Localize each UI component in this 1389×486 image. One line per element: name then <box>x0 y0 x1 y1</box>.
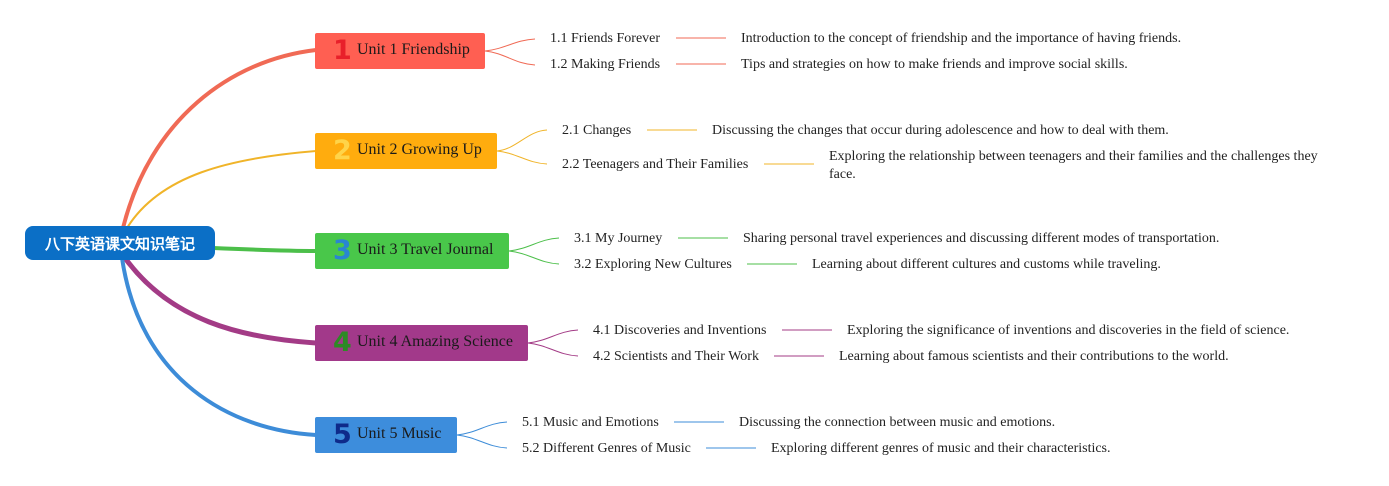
unit-title: Unit 4 Amazing Science <box>357 333 513 350</box>
unit-number-badge: 3 <box>333 235 352 266</box>
root-topic[interactable]: 八下英语课文知识笔记 <box>25 226 215 260</box>
unit-number-badge: 1 <box>333 35 352 66</box>
topic-description-2-1: Discussing the changes that occur during… <box>712 123 1169 138</box>
topic-node-3-1[interactable]: 3.1 My Journey <box>574 231 663 246</box>
topic-node-4-2[interactable]: 4.2 Scientists and Their Work <box>593 349 759 364</box>
topic-description-1-1: Introduction to the concept of friendshi… <box>741 31 1182 46</box>
topic-node-5-2[interactable]: 5.2 Different Genres of Music <box>522 441 691 456</box>
topic-description-1-2: Tips and strategies on how to make frien… <box>741 57 1128 72</box>
unit-number-badge: 5 <box>333 419 352 450</box>
topic-node-3-2[interactable]: 3.2 Exploring New Cultures <box>574 257 732 272</box>
branch-line-unit-5 <box>120 256 318 437</box>
topic-node-4-1[interactable]: 4.1 Discoveries and Inventions <box>593 323 767 338</box>
topic-description-3-2: Learning about different cultures and cu… <box>812 257 1161 272</box>
branch-line-unit-3 <box>211 246 318 253</box>
unit-node-3[interactable]: 3 Unit 3 Travel Journal <box>315 233 509 269</box>
unit-node-2[interactable]: 2 Unit 2 Growing Up <box>315 133 497 169</box>
topic-link-5-1 <box>456 421 508 436</box>
topic-description-4-1: Exploring the significance of inventions… <box>847 323 1290 338</box>
topic-link-1-1 <box>484 38 536 52</box>
topic-link-4-2 <box>527 342 579 357</box>
unit-title: Unit 2 Growing Up <box>357 141 482 158</box>
unit-title: Unit 3 Travel Journal <box>357 241 494 258</box>
branch-line-unit-2 <box>126 150 317 229</box>
unit-title: Unit 1 Friendship <box>357 41 470 58</box>
topic-link-3-1 <box>508 237 560 252</box>
topic-link-4-1 <box>527 329 579 344</box>
topic-description-3-1: Sharing personal travel experiences and … <box>743 231 1220 246</box>
root-title: 八下英语课文知识笔记 <box>44 234 195 253</box>
topic-node-5-1[interactable]: 5.1 Music and Emotions <box>522 415 659 430</box>
topic-description-4-2: Learning about famous scientists and the… <box>839 349 1229 364</box>
topic-link-2-1 <box>496 129 548 152</box>
topic-link-3-2 <box>508 250 560 265</box>
topic-description-2-2: Exploring the relationship between teena… <box>829 149 1318 182</box>
topic-node-1-1[interactable]: 1.1 Friends Forever <box>550 31 661 46</box>
unit-node-5[interactable]: 5 Unit 5 Music <box>315 417 457 453</box>
branch-line-unit-4 <box>122 255 319 346</box>
topic-link-1-2 <box>484 50 536 66</box>
topic-node-2-2[interactable]: 2.2 Teenagers and Their Families <box>562 157 749 172</box>
unit-number-badge: 4 <box>333 327 352 358</box>
topic-node-1-2[interactable]: 1.2 Making Friends <box>550 57 661 72</box>
unit-number-badge: 2 <box>333 135 352 166</box>
branch-line-unit-1 <box>121 48 318 230</box>
topic-description-5-2: Exploring different genres of music and … <box>771 441 1111 456</box>
topic-link-5-2 <box>456 434 508 449</box>
topic-node-2-1[interactable]: 2.1 Changes <box>562 123 632 138</box>
unit-node-4[interactable]: 4 Unit 4 Amazing Science <box>315 325 528 361</box>
topic-description-5-1: Discussing the connection between music … <box>739 415 1056 430</box>
unit-node-1[interactable]: 1 Unit 1 Friendship <box>315 33 485 69</box>
topic-link-2-2 <box>496 150 548 165</box>
unit-title: Unit 5 Music <box>357 425 442 442</box>
